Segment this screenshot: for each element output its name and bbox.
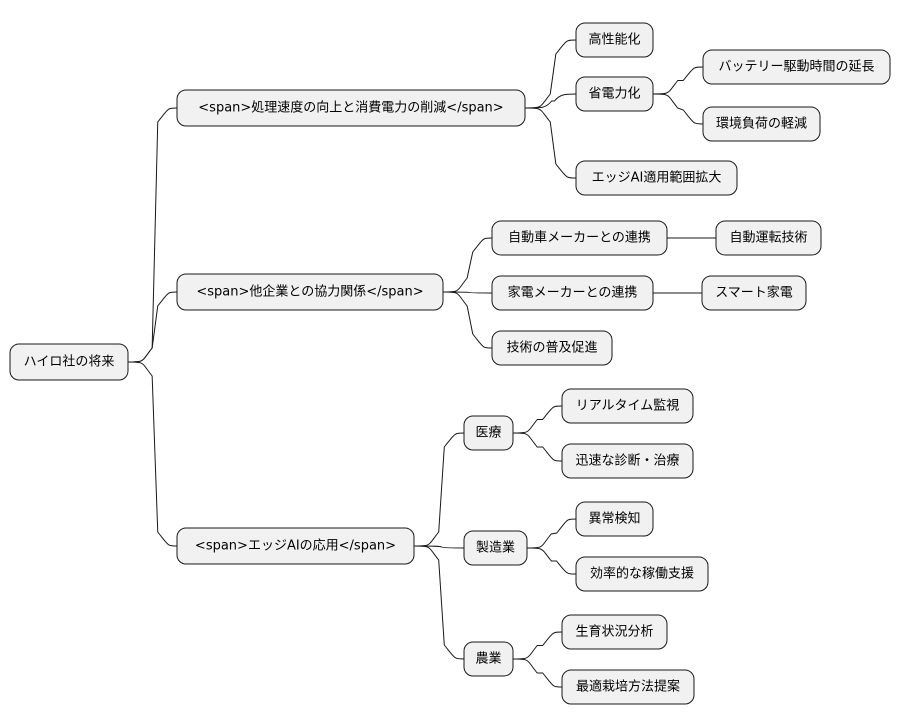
node-label: ハイロ社の将来 bbox=[24, 354, 115, 370]
node-box bbox=[561, 614, 668, 650]
node-box bbox=[176, 89, 526, 127]
node-label: 迅速な診断・治療 bbox=[575, 453, 679, 469]
node-label: 環境負荷の軽減 bbox=[716, 116, 807, 132]
connector-line bbox=[442, 291, 493, 349]
node-label: 家電メーカーとの連携 bbox=[508, 285, 638, 301]
topic-node: 農業 bbox=[463, 641, 514, 677]
node-label: 自動運転技術 bbox=[729, 231, 807, 246]
topic-node: 医療 bbox=[463, 415, 514, 451]
topic-node: 自動車メーカーとの連携 bbox=[491, 220, 668, 256]
node-label: 異常検知 bbox=[588, 511, 640, 527]
connector-line bbox=[524, 39, 577, 109]
subtopic-node: スマート家電 bbox=[701, 275, 807, 311]
node-box bbox=[491, 275, 654, 311]
mindmap-edges bbox=[127, 39, 716, 688]
connector-line bbox=[127, 291, 178, 363]
node-label: 農業 bbox=[475, 651, 501, 667]
connector-line bbox=[526, 518, 577, 549]
connector-line bbox=[413, 545, 465, 660]
node-box bbox=[702, 106, 821, 142]
node-label: スマート家電 bbox=[715, 285, 793, 301]
node-label: エッジAI適用範囲拡大 bbox=[592, 170, 722, 186]
connector-line bbox=[652, 66, 704, 95]
subtopic-node: 効率的な稼働支援 bbox=[575, 556, 709, 592]
connector-line bbox=[127, 361, 178, 547]
node-box bbox=[561, 669, 695, 705]
node-label: 製造業 bbox=[476, 540, 515, 556]
node-box bbox=[701, 275, 807, 311]
node-box bbox=[176, 527, 415, 565]
node-box bbox=[463, 415, 514, 451]
connector-line bbox=[512, 658, 563, 688]
node-label: 技術の普及促進 bbox=[506, 341, 597, 356]
node-label: 効率的な稼働支援 bbox=[590, 566, 694, 582]
subtopic-node: 生育状況分析 bbox=[561, 614, 668, 650]
topic-node: 家電メーカーとの連携 bbox=[491, 275, 654, 311]
topic-node: 高性能化 bbox=[575, 22, 654, 58]
node-label: バッテリー駆動時間の延長 bbox=[718, 60, 874, 75]
node-label: リアルタイム監視 bbox=[576, 398, 680, 414]
node-box bbox=[575, 556, 709, 592]
node-label: <span>処理速度の向上と消費電力の削減</span> bbox=[198, 100, 503, 116]
branch-node: <span>エッジAIの応用</span> bbox=[176, 527, 415, 565]
node-label: 省電力化 bbox=[588, 87, 640, 102]
node-box bbox=[702, 49, 891, 85]
node-box bbox=[9, 343, 129, 381]
topic-node: 製造業 bbox=[463, 530, 528, 566]
connector-line bbox=[512, 631, 563, 660]
node-label: 高性能化 bbox=[588, 32, 640, 48]
node-box bbox=[176, 273, 444, 311]
connector-line bbox=[512, 432, 563, 462]
node-label: 自動車メーカーとの連携 bbox=[508, 230, 651, 246]
connector-line bbox=[442, 237, 493, 293]
node-box bbox=[463, 530, 528, 566]
connector-line bbox=[127, 107, 178, 363]
node-box bbox=[575, 160, 738, 196]
subtopic-node: 自動運転技術 bbox=[715, 220, 822, 256]
node-label: <span>他企業との協力関係</span> bbox=[196, 284, 423, 300]
node-box bbox=[575, 76, 654, 112]
mindmap-nodes: ハイロ社の将来 <span>処理速度の向上と消費電力の削減</span> 高性能化省… bbox=[9, 22, 891, 705]
root-node: ハイロ社の将来 bbox=[9, 343, 129, 381]
topic-node: エッジAI適用範囲拡大 bbox=[575, 160, 738, 196]
connector-line bbox=[413, 432, 465, 547]
subtopic-node: 環境負荷の軽減 bbox=[702, 106, 821, 142]
topic-node: 省電力化 bbox=[575, 76, 654, 112]
subtopic-node: 異常検知 bbox=[575, 501, 654, 537]
topic-node: 技術の普及促進 bbox=[491, 330, 613, 366]
subtopic-node: バッテリー駆動時間の延長 bbox=[702, 49, 891, 85]
node-label: <span>エッジAIの応用</span> bbox=[195, 539, 396, 554]
connector-line bbox=[652, 93, 704, 125]
node-box bbox=[561, 388, 694, 424]
subtopic-node: 迅速な診断・治療 bbox=[561, 443, 694, 479]
connector-line bbox=[524, 93, 577, 109]
connector-line bbox=[413, 545, 465, 549]
node-label: 最適栽培方法提案 bbox=[576, 679, 680, 695]
node-box bbox=[561, 443, 694, 479]
node-box bbox=[491, 220, 668, 256]
connector-line bbox=[442, 291, 493, 294]
node-box bbox=[715, 220, 822, 256]
branch-node: <span>他企業との協力関係</span> bbox=[176, 273, 444, 311]
node-box bbox=[575, 22, 654, 58]
node-box bbox=[575, 501, 654, 537]
node-box bbox=[491, 330, 613, 366]
subtopic-node: 最適栽培方法提案 bbox=[561, 669, 695, 705]
node-label: 生育状況分析 bbox=[575, 624, 653, 640]
subtopic-node: リアルタイム監視 bbox=[561, 388, 694, 424]
node-box bbox=[463, 641, 514, 677]
node-label: 医療 bbox=[475, 426, 501, 441]
connector-line bbox=[524, 107, 577, 179]
connector-line bbox=[512, 405, 563, 434]
connector-line bbox=[526, 547, 577, 575]
branch-node: <span>処理速度の向上と消費電力の削減</span> bbox=[176, 89, 526, 127]
